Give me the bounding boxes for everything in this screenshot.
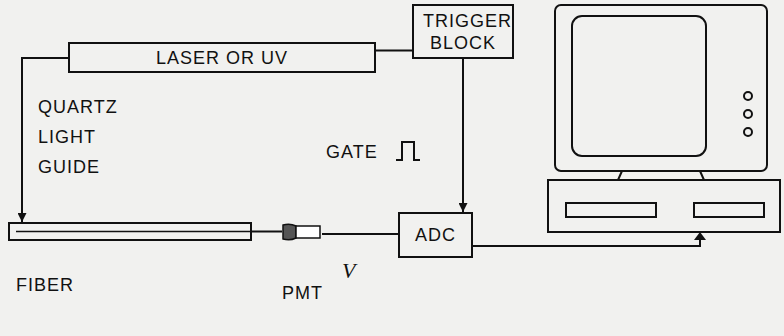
connector	[376, 50, 412, 52]
signal-label: GATE	[326, 140, 378, 164]
connector-label: QUARTZ LIGHT GUIDE	[38, 92, 128, 182]
part-label: FIBER	[16, 274, 74, 296]
connector	[252, 231, 282, 233]
photomultiplier: PMT	[282, 222, 322, 308]
part-label: PMT	[282, 282, 323, 304]
connector-label: V	[342, 256, 362, 286]
connector	[322, 233, 398, 235]
fiber-outline	[8, 222, 252, 241]
box-label: LASER OR UV	[156, 47, 288, 69]
box-label: TRIGGER BLOCK	[423, 10, 503, 54]
connector	[462, 59, 464, 212]
fiber: FIBER	[8, 222, 252, 300]
box-label: ADC	[415, 224, 456, 246]
trigger-box: TRIGGER BLOCK	[412, 4, 514, 59]
adc-box: ADC	[398, 212, 473, 258]
light-source-box: LASER OR UV	[68, 42, 376, 73]
pmt-outline	[282, 222, 322, 242]
gate-pulse-symbol	[396, 142, 420, 160]
